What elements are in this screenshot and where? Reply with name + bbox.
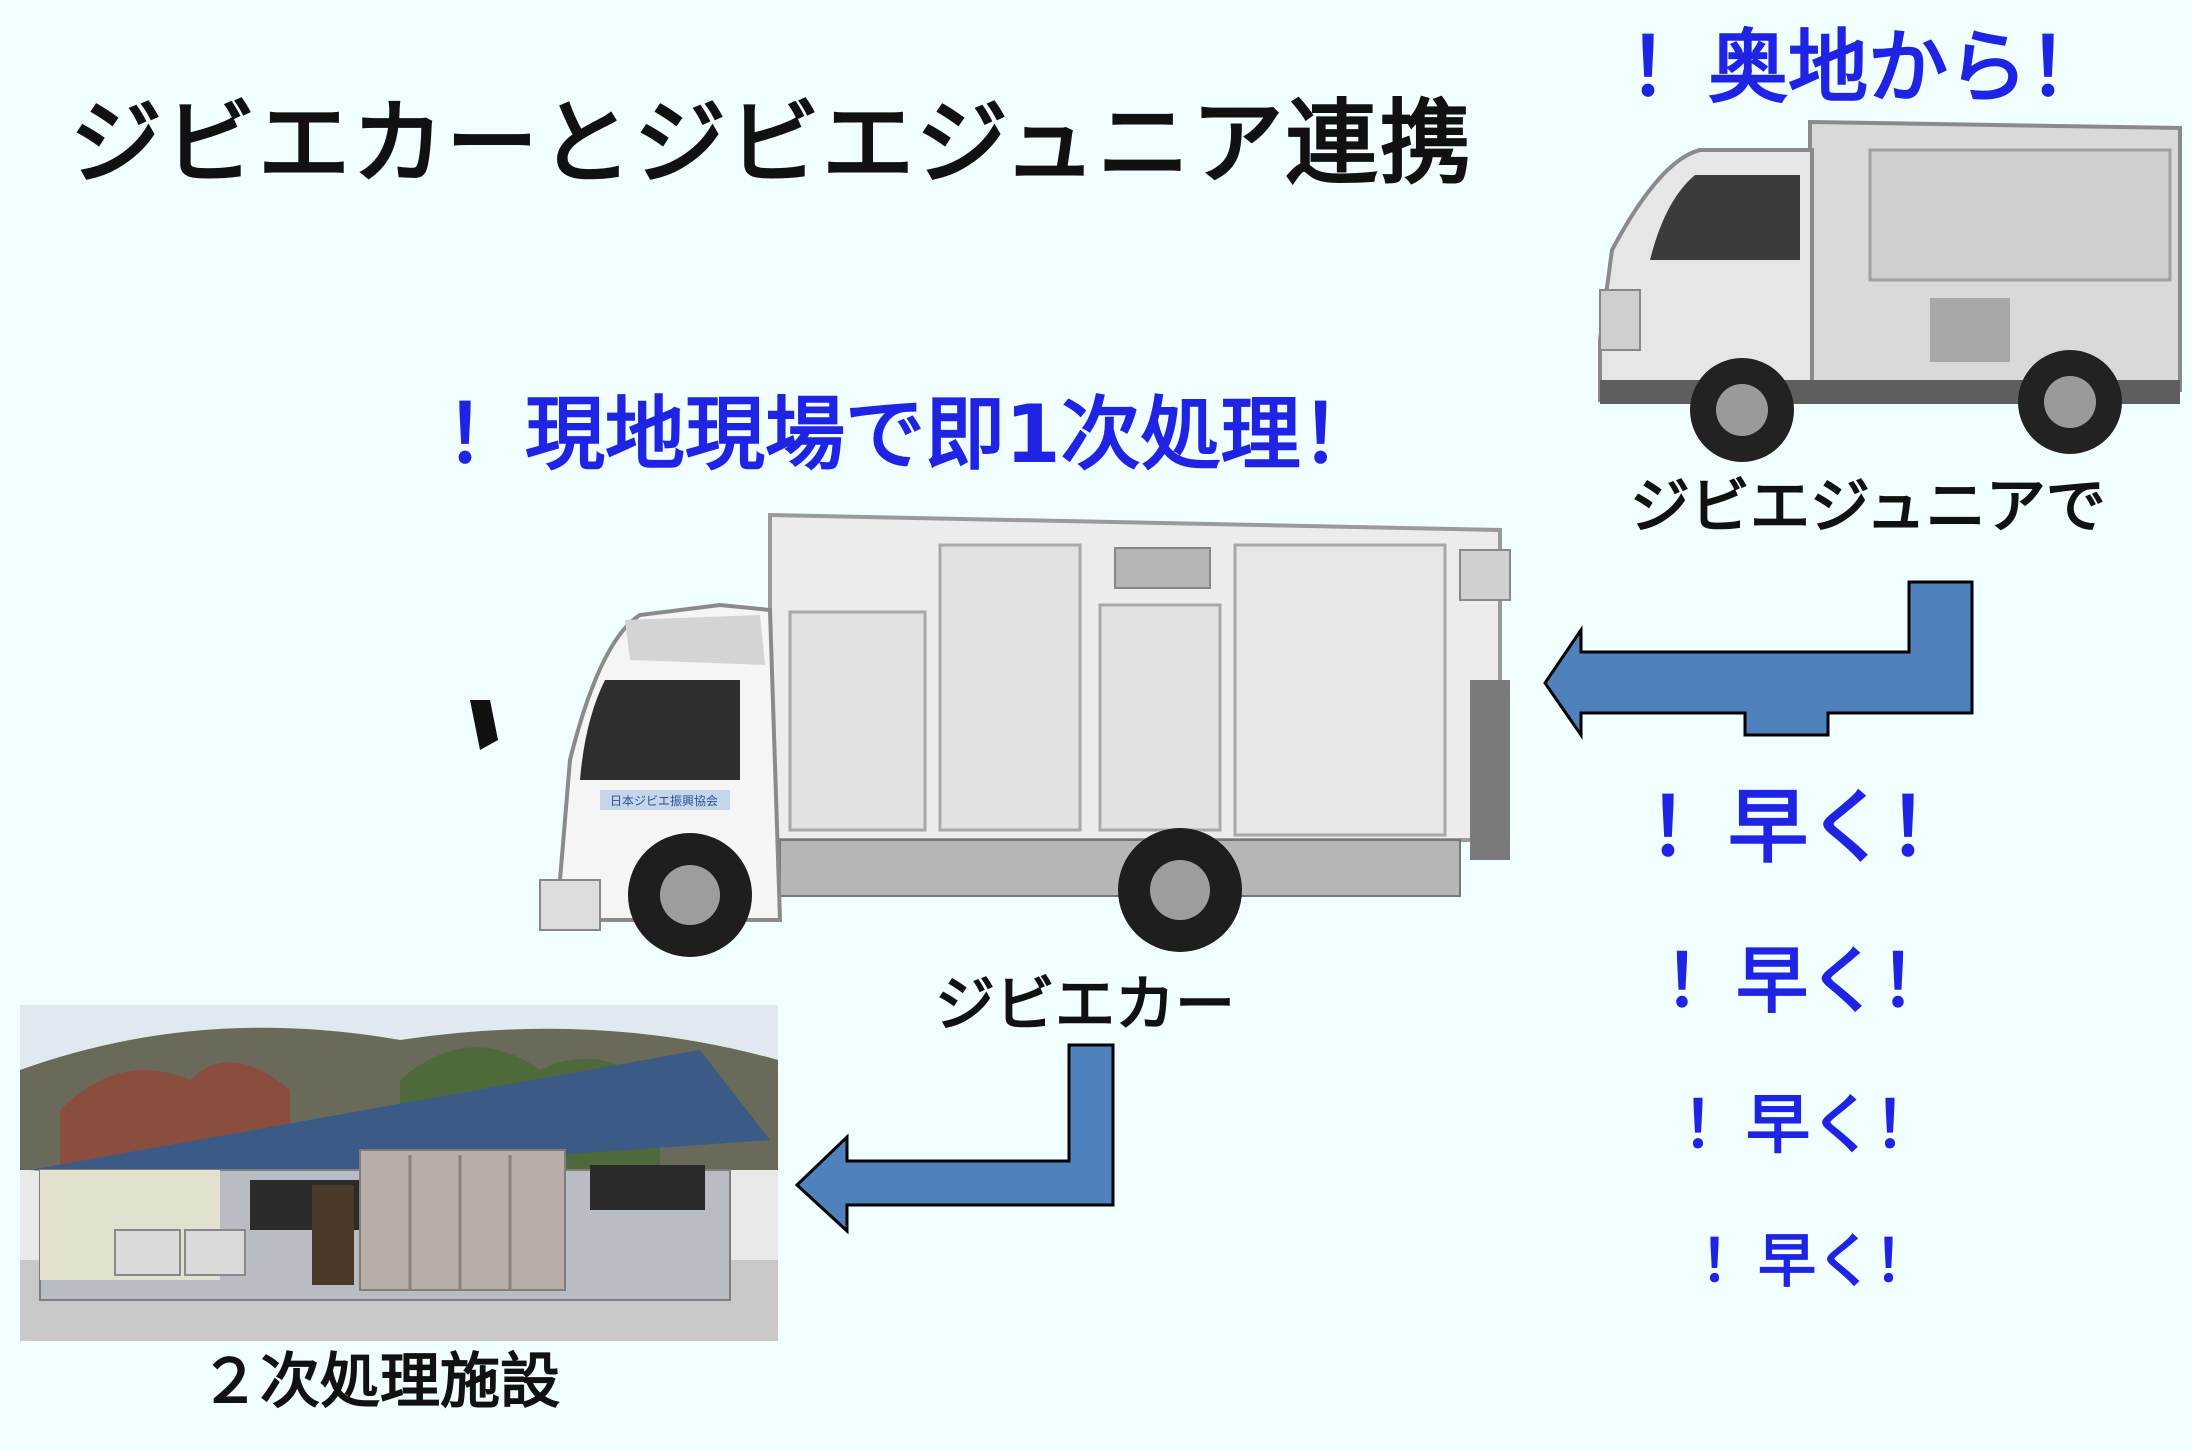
caption-secondary-facility: ２次処理施設	[200, 1347, 560, 1417]
hayaku-text-4: ！早く！	[1700, 1227, 1933, 1295]
hayaku-text-1: ！早く！	[1648, 781, 1968, 874]
headline-onsite-processing: ！現地現場で即1次処理！	[445, 388, 1381, 481]
gibier-junior-truck-image	[1598, 119, 2182, 462]
arrow-car-to-facility	[794, 1043, 1115, 1235]
car-rear-wheel	[1118, 828, 1242, 952]
slide-title: ジビエカーとジビエジュニア連携	[70, 90, 1474, 197]
caption-gibier-junior: ジビエジュニアで	[1630, 472, 2106, 542]
hayaku-text-2: ！早く！	[1664, 939, 1953, 1023]
junior-rear-wheel	[2018, 350, 2122, 454]
junior-front-wheel	[1690, 358, 1794, 462]
car-front-wheel	[628, 833, 752, 957]
headline-from-remote: ！奥地から！	[1628, 21, 2108, 114]
truck-door-logo-text: 日本ジビエ振興協会	[610, 793, 718, 808]
caption-gibier-car: ジビエカー	[935, 970, 1235, 1040]
arrow-junior-to-car	[1543, 580, 1974, 740]
facility-photo	[20, 1005, 778, 1341]
hayaku-text-3: ！早く！	[1682, 1089, 1938, 1163]
gibier-car-truck-image: 日本ジビエ振興協会	[470, 512, 1511, 957]
